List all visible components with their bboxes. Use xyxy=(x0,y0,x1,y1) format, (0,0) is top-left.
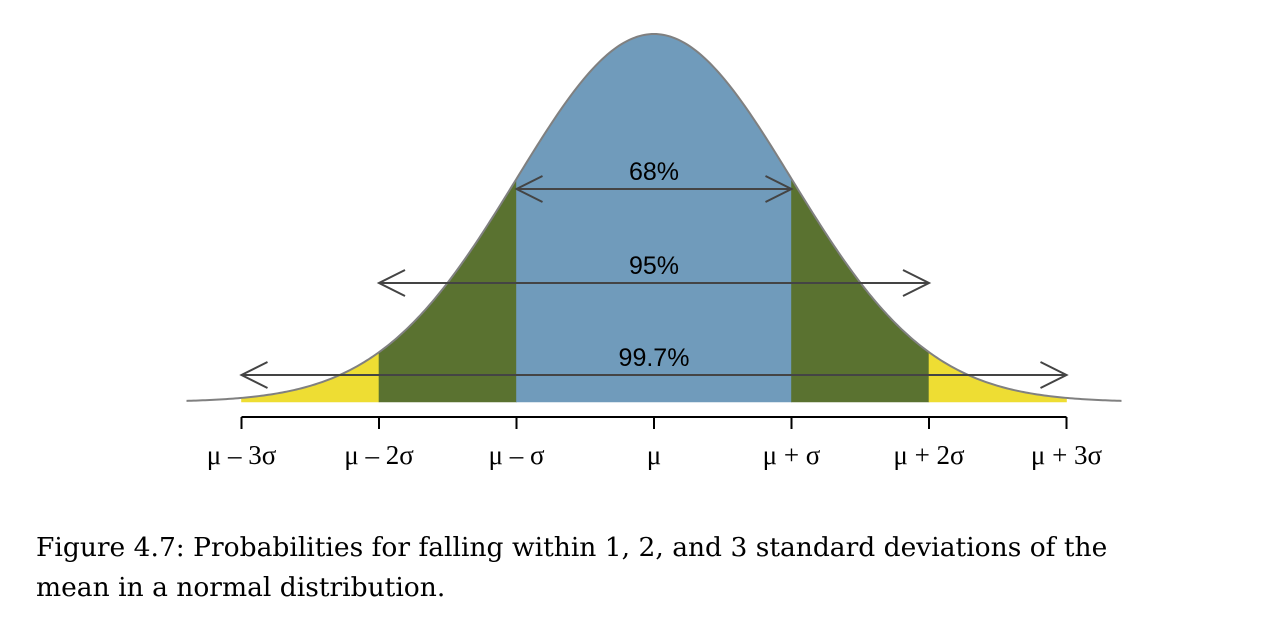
tick-label-3: μ xyxy=(647,440,661,470)
interval-label-0: 68% xyxy=(629,158,679,186)
tick-label-6: μ + 3σ xyxy=(1031,440,1103,470)
region-0 xyxy=(241,351,380,403)
interval-arrows: 68% 95% 99.7% xyxy=(239,158,1069,389)
x-axis: μ – 3σ μ – 2σ μ – σ μ μ + σ μ + 2σ μ + 3σ xyxy=(207,416,1103,470)
interval-arrow-2 xyxy=(239,361,1069,389)
interval-arrow-0 xyxy=(514,175,794,203)
interval-label-1: 95% xyxy=(629,252,679,280)
interval-arrow-1 xyxy=(376,269,932,297)
figure-caption: Figure 4.7: Probabilities for falling wi… xyxy=(36,528,1281,608)
caption-line-2: mean in a normal distribution. xyxy=(36,572,446,603)
tick-label-0: μ – 3σ xyxy=(207,440,277,470)
tick-label-1: μ – 2σ xyxy=(344,440,414,470)
region-4 xyxy=(928,351,1067,403)
interval-label-2: 99.7% xyxy=(619,344,690,372)
normal-distribution-chart: μ – 3σ μ – 2σ μ – σ μ μ + σ μ + 2σ μ + 3σ 68% 9… xyxy=(186,32,1122,470)
tick-label-2: μ – σ xyxy=(488,440,544,470)
tick-label-4: μ + σ xyxy=(763,440,821,470)
tick-label-5: μ + 2σ xyxy=(893,440,965,470)
caption-line-1: Figure 4.7: Probabilities for falling wi… xyxy=(36,532,1108,563)
normal-curve xyxy=(186,32,1122,402)
